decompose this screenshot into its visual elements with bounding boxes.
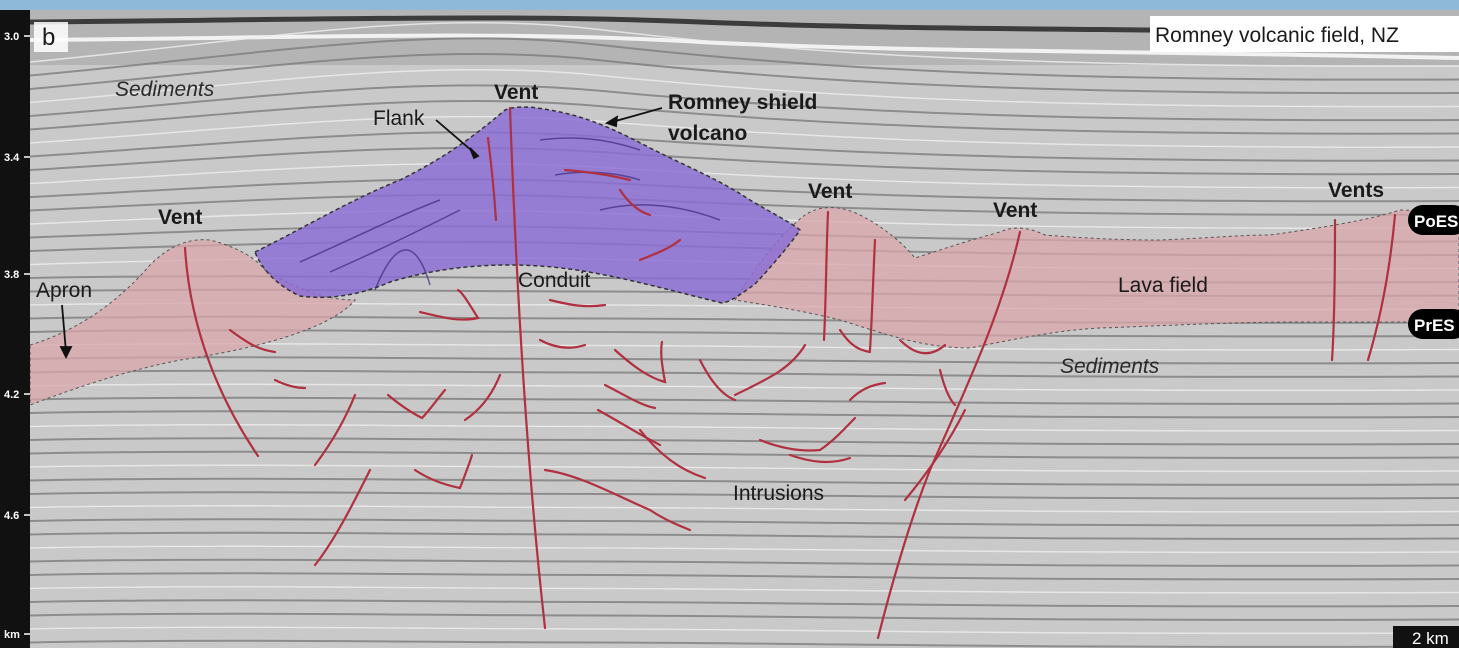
label-vent-right: Vent (993, 199, 1037, 222)
sediment-reflector (30, 599, 1459, 608)
sediment-reflector (30, 369, 1459, 378)
depth-tick-1: 3.0 (4, 31, 19, 43)
sediment-reflector (30, 99, 1459, 135)
sediment-reflector (30, 464, 1459, 473)
depth-tick-2: 3.4 (4, 152, 20, 164)
label-apron: Apron (36, 279, 92, 302)
label-lava-field: Lava field (1118, 274, 1208, 297)
seafloor-reflector-2 (30, 33, 1459, 60)
top-border (0, 0, 1459, 10)
label-shield-volcano-line2: volcano (668, 122, 747, 145)
sediment-reflector (30, 626, 1459, 635)
label-vent-left: Vent (158, 206, 202, 229)
sediment-reflector (30, 477, 1459, 486)
horizon-lower-label: PrES (1414, 316, 1455, 335)
sediment-reflector (30, 410, 1459, 419)
depth-tick-5: 4.6 (4, 510, 19, 522)
lava-field (734, 207, 1459, 349)
sediment-reflector (30, 68, 1459, 108)
sediment-reflector (30, 37, 1459, 81)
depth-unit: km (4, 629, 20, 641)
panel-title: Romney volcanic field, NZ (1155, 24, 1399, 47)
scale-bar (1393, 626, 1459, 648)
horizon-badge-lower (1408, 309, 1459, 339)
depth-axis (0, 10, 30, 648)
label-vent-mid: Vent (808, 180, 852, 203)
scale-bar-label: 2 km (1412, 629, 1449, 648)
sediment-reflector (30, 558, 1459, 567)
horizon-upper-label: PoES (1414, 212, 1458, 231)
sediment-reflector (30, 531, 1459, 540)
intrusion-lines (183, 106, 1397, 640)
sediment-reflector (30, 518, 1459, 527)
sediment-reflector (30, 639, 1459, 648)
label-vent-shield: Vent (494, 81, 538, 104)
sediment-reflector (30, 396, 1459, 405)
label-shield-volcano-line1: Romney shield (668, 91, 817, 114)
sediment-reflector (30, 585, 1459, 594)
sediment-reflector (30, 572, 1459, 581)
apron-left (30, 239, 357, 406)
sediment-reflector (30, 450, 1459, 459)
sediment-reflector (30, 84, 1459, 122)
sediment-reflector (30, 53, 1459, 95)
depth-axis-ticks (24, 35, 30, 635)
title-box (1150, 16, 1459, 52)
shield-volcano-body (254, 106, 802, 304)
sediment-reflector (30, 21, 1459, 67)
depth-tick-4: 4.2 (4, 389, 19, 401)
sediment-reflector (30, 356, 1459, 365)
label-conduit: Conduit (518, 269, 591, 292)
sediment-reflector (30, 612, 1459, 621)
panel-label-box (34, 22, 68, 52)
sediment-reflector (30, 383, 1459, 392)
label-vents: Vents (1328, 179, 1384, 202)
sediment-reflector (30, 491, 1459, 500)
sediment-reflector (30, 423, 1459, 432)
label-intrusions: Intrusions (733, 482, 824, 505)
horizon-badge-upper (1408, 205, 1459, 235)
sediment-reflector (30, 545, 1459, 554)
label-sediments-lower: Sediments (1060, 355, 1160, 378)
label-flank: Flank (373, 107, 425, 130)
sediment-reflector (30, 115, 1459, 148)
sediment-reflector (30, 437, 1459, 446)
panel-label: b (42, 24, 55, 51)
depth-tick-3: 3.8 (4, 269, 19, 281)
sediment-reflector (30, 131, 1459, 162)
label-sediments-upper: Sediments (115, 78, 215, 101)
shield-internal-reflectors (299, 137, 721, 291)
sediment-reflector (30, 504, 1459, 513)
annotation-arrows (59, 107, 663, 360)
